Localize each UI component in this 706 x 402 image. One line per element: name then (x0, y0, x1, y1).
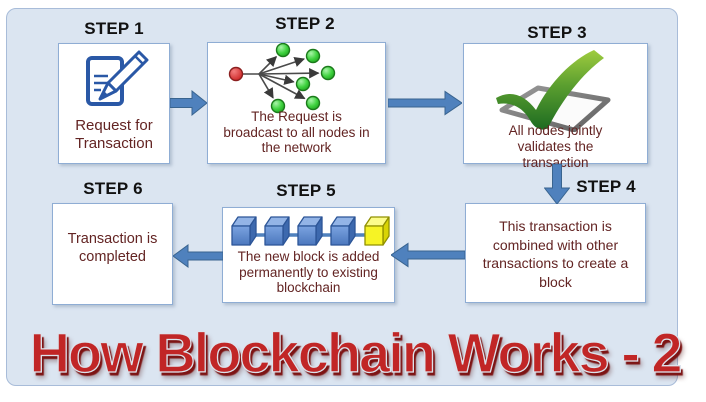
slide-title: How Blockchain Works - 2 (29, 320, 683, 384)
step6-box: Transaction is completed (52, 203, 173, 305)
step6-text: Transaction is completed (67, 231, 158, 265)
step5-text: The new block is added permanently to ex… (237, 249, 380, 295)
document-pencil-icon (86, 50, 149, 106)
blockchain-cubes-icon (231, 216, 390, 246)
step4-box: This transaction is combined with other … (465, 203, 646, 303)
step3-text: All nodes jointly validates the transact… (508, 123, 603, 170)
step3-label: STEP 3 (527, 23, 587, 42)
arrow-step3-to-step4 (544, 164, 570, 204)
arrow-step4-to-step5 (391, 242, 465, 268)
arrow-step5-to-step6 (173, 244, 223, 268)
step2-text: The Request is broadcast to all nodes in… (223, 109, 370, 155)
step1-label: STEP 1 (84, 19, 144, 38)
yellow-cube (364, 216, 390, 246)
step2-label: STEP 2 (275, 14, 335, 33)
step6-label: STEP 6 (83, 179, 143, 198)
broadcast-network-icon (228, 43, 336, 114)
arrow-step2-to-step3 (388, 90, 462, 116)
step5-label: STEP 5 (276, 181, 336, 200)
step1-box: Request for Transaction (58, 43, 170, 164)
arrow-step1-to-step2 (170, 89, 207, 117)
step4-text: This transaction is combined with other … (482, 218, 629, 290)
step5-box: The new block is added permanently to ex… (222, 207, 395, 303)
step1-text: Request for Transaction (75, 117, 153, 152)
step4-label: STEP 4 (576, 177, 636, 196)
step2-box: The Request is broadcast to all nodes in… (207, 42, 386, 164)
step3-box: All nodes jointly validates the transact… (463, 43, 648, 170)
blue-cubes (231, 216, 356, 246)
green-checkmark-icon (496, 50, 611, 132)
